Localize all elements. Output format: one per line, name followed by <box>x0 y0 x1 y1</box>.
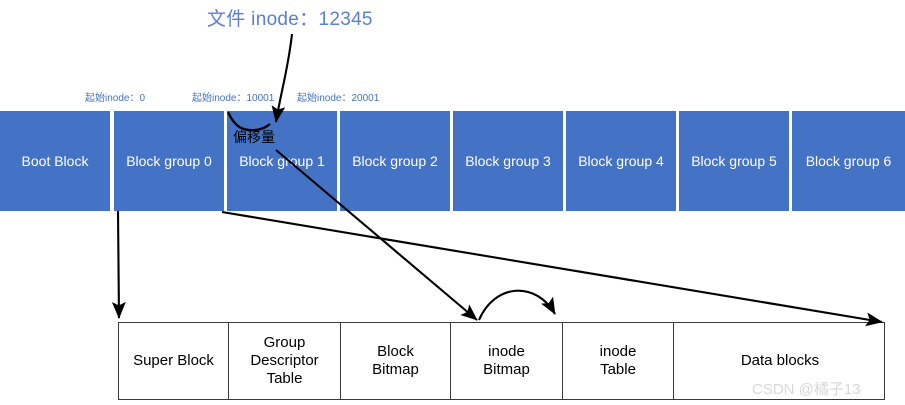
disk-block-0: Boot Block <box>0 111 110 211</box>
arrow-inode-bitmap-to-inode-table <box>478 289 556 321</box>
start-inode-label-0: 起始inode：0 <box>85 93 146 104</box>
watermark: CSDN @橘子13 <box>752 381 861 398</box>
arrow-blockgroup1-to-data-blocks <box>221 210 883 327</box>
disk-block-1: Block group 0 <box>114 111 224 211</box>
disk-block-2: Block group 1 <box>227 111 337 211</box>
arrow-title-to-blockgroup1 <box>271 33 294 123</box>
diagram-title: 文件 inode：12345 <box>207 9 373 30</box>
table-cell-5: Data blocks <box>740 352 820 370</box>
offset-annotation-label: 偏移量 <box>233 129 275 145</box>
table-cell-0: Super Block <box>119 323 229 399</box>
disk-block-3: Block group 2 <box>340 111 450 211</box>
disk-block-6: Block group 5 <box>679 111 789 211</box>
start-inode-label-2: 起始inode：20001 <box>297 93 380 104</box>
disk-block-5: Block group 4 <box>566 111 676 211</box>
disk-block-7: Block group 6 <box>792 111 905 211</box>
disk-block-4: Block group 3 <box>453 111 563 211</box>
arrow-blockgroup0-to-table <box>111 210 126 319</box>
start-inode-label-1: 起始inode：10001 <box>192 93 275 104</box>
